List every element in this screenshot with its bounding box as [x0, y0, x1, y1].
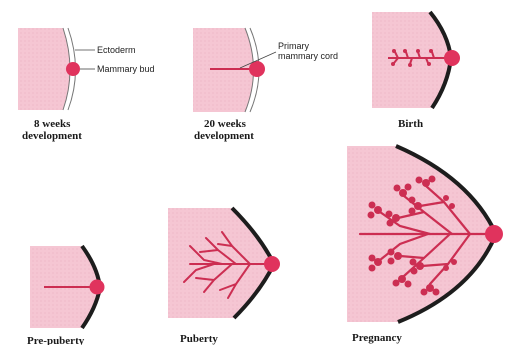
primary-cord-label-1: Primary	[278, 41, 309, 51]
ectoderm-label: Ectoderm	[97, 45, 136, 55]
nipple	[485, 225, 503, 243]
panel-label: Puberty	[180, 333, 218, 345]
panel-label-line2: development	[194, 130, 254, 142]
panel-birth: Birth	[372, 12, 460, 130]
panel-pre-puberty: Pre-puberty	[27, 246, 105, 345]
panel-label: Pregnancy	[352, 332, 402, 344]
panel-8-weeks: Ectoderm Mammary bud 8 weeks development	[18, 28, 155, 142]
nipple	[444, 50, 460, 66]
panel-label-line2: development	[22, 130, 82, 142]
panel-label: Pre-puberty	[27, 335, 85, 345]
panel-label-line1: 20 weeks	[204, 118, 247, 130]
panel-pregnancy: Pregnancy	[347, 146, 503, 344]
tissue	[18, 28, 70, 110]
mammary-bud	[249, 61, 265, 77]
panel-label: Birth	[398, 118, 423, 130]
panel-puberty: Puberty	[168, 208, 280, 345]
mammary-bud	[66, 62, 80, 76]
panel-20-weeks: Primary mammary cord 20 weeks developmen…	[193, 28, 338, 142]
primary-cord-label-2: mammary cord	[278, 51, 338, 61]
panel-label-line1: 8 weeks	[34, 118, 71, 130]
nipple	[90, 280, 105, 295]
mammary-bud-label: Mammary bud	[97, 64, 155, 74]
nipple	[264, 256, 280, 272]
